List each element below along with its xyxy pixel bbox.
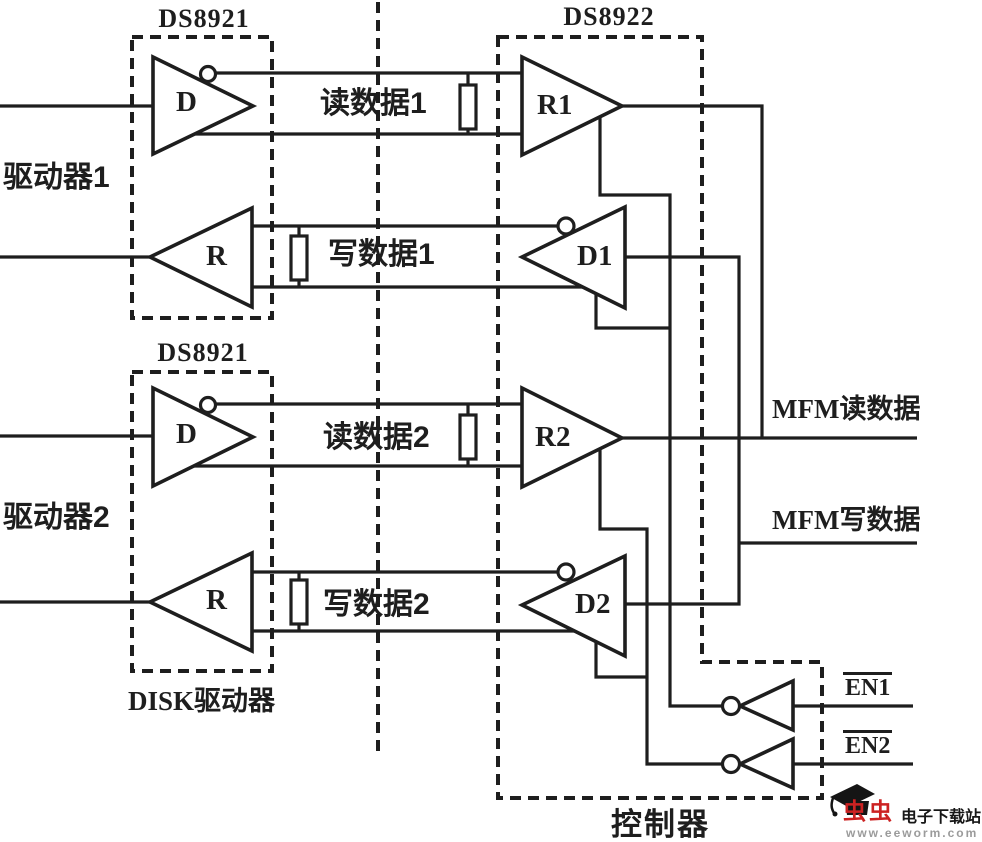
controller-label: 控制器 [611,807,710,842]
r1-output-to-mfm-read-wire [622,104,764,438]
d2-inversion-bubble [556,562,576,582]
enable2-net-wire [598,449,723,766]
controller-box [496,35,824,800]
watermark-brand: 虫虫 [843,798,895,824]
ds8921-bottom-label: DS8921 [157,338,249,367]
receiver1-r-buffer-symbol [145,205,254,310]
symbols [145,54,795,791]
driver1-d-buffer-label: D [176,86,197,118]
en2-label: EN2 [843,730,893,758]
write1-signal-label: 写数据1 [328,238,435,271]
d2-enable-branch-wire [594,641,647,679]
mfm-write-label: MFM写数据 [772,505,921,535]
d1-enable-branch-wire [594,293,670,330]
mfm-read-label: MFM读数据 [772,394,921,424]
read2-signal-label: 读数据2 [323,421,430,454]
driver2-inversion-bubble [198,395,218,415]
en2-inversion-bubble [720,753,742,775]
d1-driver-symbol [517,204,627,311]
wires [0,71,917,766]
d1-buffer-label: D1 [577,240,613,272]
r1-buffer-label: R1 [537,89,573,121]
mfm-write-net-wire [625,255,741,606]
receiver2-r-buffer-label: R [206,584,227,616]
receiver1-r-buffer-label: R [206,240,227,272]
write1-termination-resistor [289,234,309,282]
en1-label: EN1 [843,672,893,700]
en1-inversion-bubble [720,695,742,717]
r2-buffer-label: R2 [535,421,571,453]
read1-signal-label: 读数据1 [320,87,427,120]
read2-termination-resistor [458,413,478,461]
d2-driver-symbol [517,553,627,659]
receiver2-r-buffer-symbol [145,550,254,654]
watermark-site-name: 电子下载站 [901,809,982,826]
ds8922-label: DS8922 [563,2,655,31]
watermark-url: www.eeworm.com [846,826,979,840]
drive1-label: 驱动器1 [3,161,110,194]
dashed-outlines [130,2,824,800]
driver2-d-buffer-label: D [176,418,197,450]
disk-drive-label: DISK驱动器 [128,686,276,716]
read1-termination-resistor [458,83,478,131]
r2-receiver-symbol [520,385,627,490]
d2-buffer-label: D2 [575,588,611,620]
graduation-cap-icon [830,784,875,817]
d1-inversion-bubble [556,216,576,236]
ds8921-top-label: DS8921 [158,4,250,33]
driver1-inversion-bubble [198,64,218,84]
r1-receiver-symbol [520,54,627,158]
write2-termination-resistor [289,578,309,626]
ds8921-box-1 [130,35,274,320]
write2-signal-label: 写数据2 [323,588,430,621]
en1-inverter-symbol [735,678,795,733]
drive2-label: 驱动器2 [3,501,110,534]
en2-inverter-symbol [735,736,795,791]
ds8921-box-2 [130,370,274,673]
enable1-net-wire [598,117,723,708]
